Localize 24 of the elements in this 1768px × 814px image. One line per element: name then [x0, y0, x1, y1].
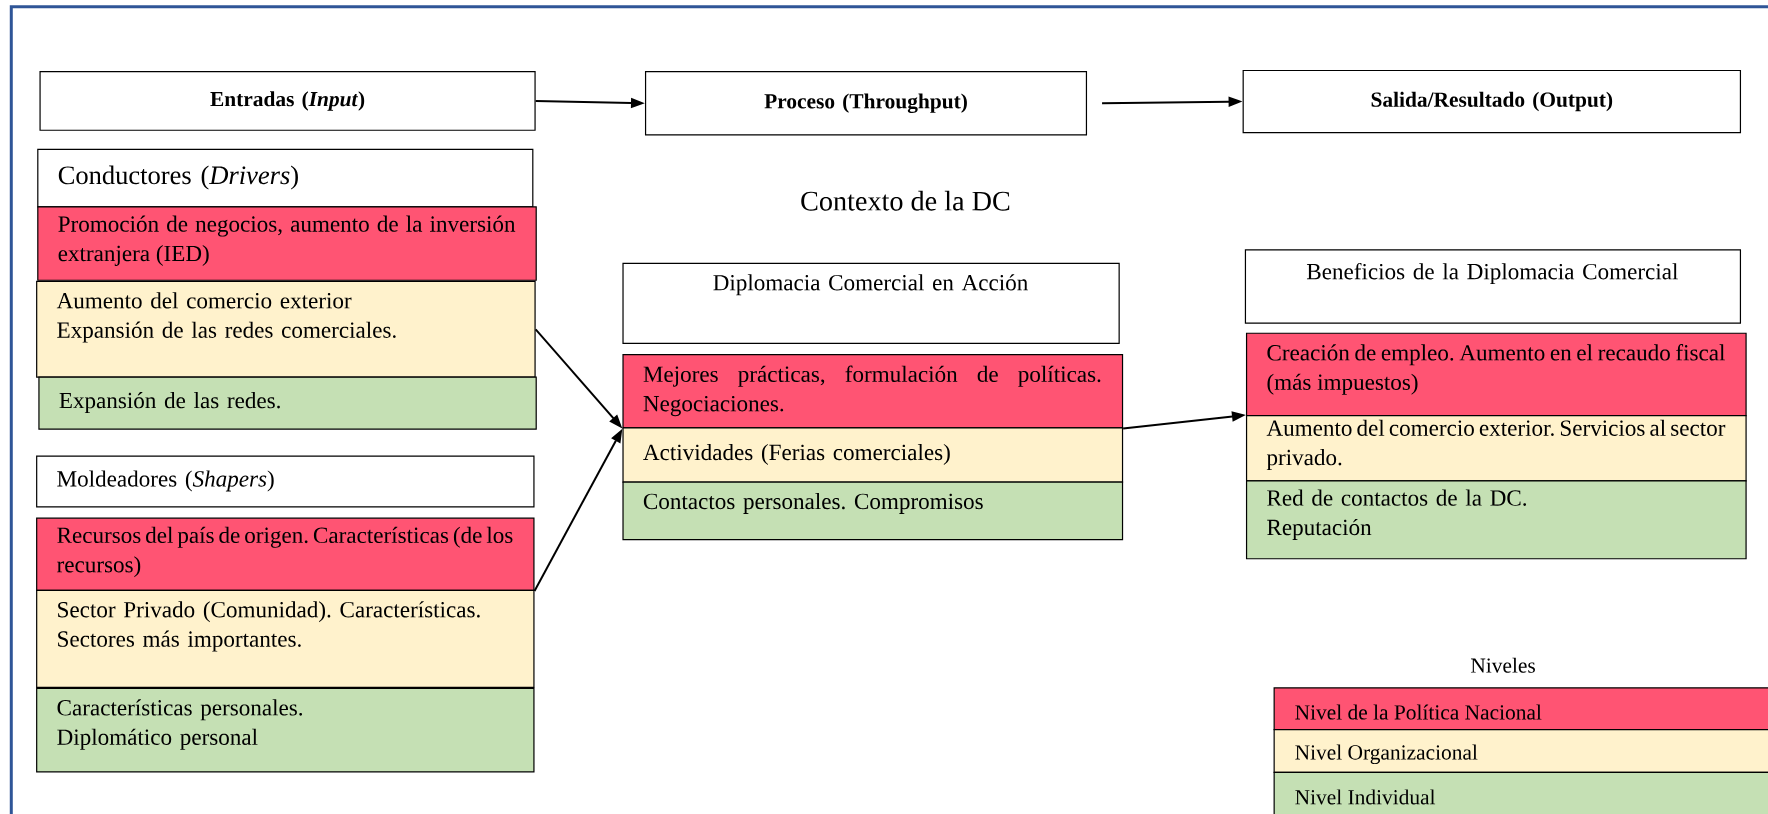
- header-box: Salida/Resultado (Output): [1242, 69, 1742, 134]
- level-box: Aumento del comercio exterior Expansión de las redes comerciales.: [36, 280, 536, 378]
- legend-item: Nivel Individual: [1273, 771, 1768, 814]
- header-box: Proceso (Throughput): [644, 71, 1088, 136]
- level-box: Mejores prácticas, formulación de políticas. Negociaciones.: [622, 354, 1124, 429]
- level-box: Características personales. Diplomático personal: [36, 687, 535, 773]
- legend-title: Niveles: [1471, 657, 1535, 673]
- group-heading-box: Beneficios de la Diplomacia Comercial: [1244, 249, 1742, 324]
- legend-item: Nivel de la Política Nacional: [1273, 687, 1768, 731]
- group-heading-box: Diplomacia Comercial en Acción: [622, 262, 1120, 344]
- group-heading-box: Moldeadores (Shapers): [36, 455, 535, 508]
- level-box: Aumento del comercio exterior. Servicios al sector privado.: [1245, 414, 1747, 482]
- level-box: Creación de empleo. Aumento en el recaudo fiscal (más impuestos): [1245, 332, 1747, 417]
- level-box: Recursos del país de origen. Características (de los recursos): [36, 517, 535, 591]
- level-box: Actividades (Ferias comerciales): [622, 427, 1124, 483]
- context-heading: Contexto de la DC: [801, 190, 1010, 211]
- group-heading-box: Conductores (Drivers): [37, 148, 534, 208]
- legend-item: Nivel Organizacional: [1273, 728, 1768, 773]
- level-box: Contactos personales. Compromisos: [622, 481, 1124, 541]
- level-box: Promoción de negocios, aumento de la inversión extranjera (IED): [37, 206, 537, 281]
- level-box: Sector Privado (Comunidad). Características. Sectores más importantes.: [36, 589, 535, 688]
- header-box: Entradas (Input): [39, 71, 536, 131]
- level-box: Red de contactos de la DC. Reputación: [1245, 480, 1747, 560]
- level-box: Expansión de las redes.: [38, 376, 537, 430]
